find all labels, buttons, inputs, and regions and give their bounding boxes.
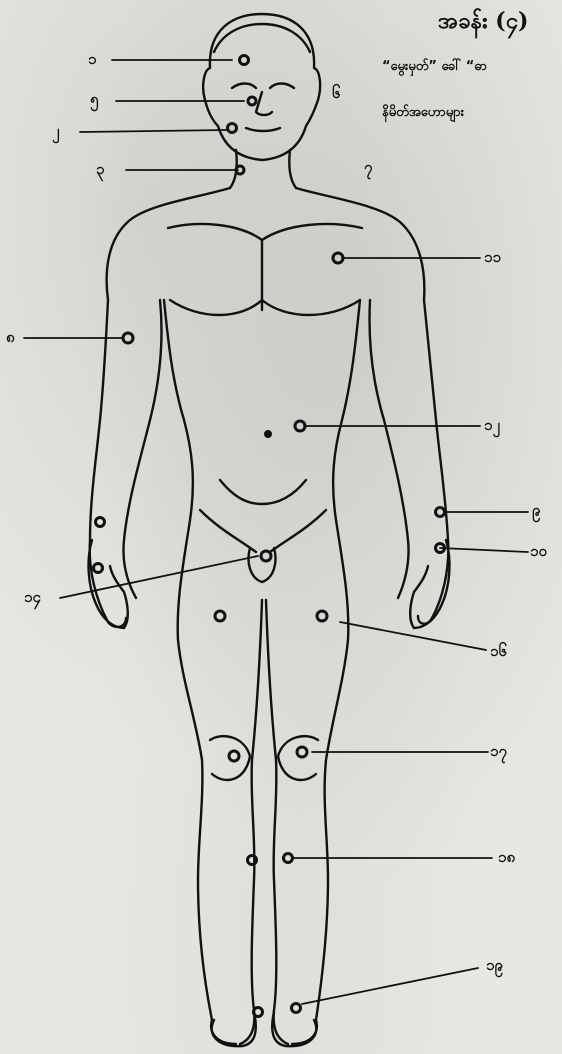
right-leg-inner xyxy=(266,600,288,1044)
label-16: ၁၆ xyxy=(490,644,507,659)
mark-upper-arm xyxy=(123,333,133,343)
right-knee xyxy=(278,736,318,780)
mark-left-palm xyxy=(94,564,103,573)
head-outline xyxy=(203,14,320,160)
mark-left-wrist xyxy=(96,518,105,527)
mark-left-shin xyxy=(248,856,257,865)
torso-left xyxy=(164,300,193,640)
mark-right-knee xyxy=(297,747,307,757)
hair-line xyxy=(214,24,310,52)
pectoral-right xyxy=(262,300,360,315)
label-6: ၆ xyxy=(332,86,340,101)
right-eye xyxy=(270,84,294,89)
mark-right-shin xyxy=(284,854,293,863)
label-12: ၁၂ xyxy=(484,418,500,433)
chest-right xyxy=(262,224,362,240)
pectoral-left xyxy=(170,300,262,315)
groin-right xyxy=(270,510,326,552)
label-9: ၉ xyxy=(532,503,540,518)
mark-left-thigh xyxy=(215,611,225,621)
leader-19 xyxy=(302,968,478,1004)
leader-2 xyxy=(80,130,226,132)
label-17: ၁၇ xyxy=(490,744,507,759)
left-foot xyxy=(212,1012,256,1046)
label-7: ၇ xyxy=(364,160,372,175)
chest-left xyxy=(168,224,262,240)
left-arm-inner xyxy=(124,300,162,598)
label-18: ၁၈ xyxy=(498,850,515,865)
left-leg-inner xyxy=(240,600,262,1044)
right-shoulder-arm xyxy=(296,188,448,624)
label-1: ၁ xyxy=(88,52,96,67)
left-leg-outer xyxy=(178,640,236,1044)
mark-belly xyxy=(295,421,305,431)
mark-nose xyxy=(248,97,256,105)
abdomen-line xyxy=(220,480,306,504)
mark-chest xyxy=(333,253,343,263)
mark-left-knee xyxy=(229,751,239,761)
right-foot xyxy=(272,1012,316,1046)
label-19: ၁၉ xyxy=(486,958,503,973)
nose xyxy=(256,92,272,115)
right-arm-inner xyxy=(370,300,409,598)
label-2: ၂ xyxy=(52,124,59,139)
mouth xyxy=(246,128,280,131)
mark-right-wrist xyxy=(436,508,445,517)
groin-left xyxy=(200,510,256,552)
label-11: ၁၁ xyxy=(484,250,501,265)
mark-left-foot xyxy=(254,1008,263,1017)
mark-cheek xyxy=(228,124,237,133)
left-shoulder-arm xyxy=(90,188,230,627)
label-10: ၁၀ xyxy=(530,544,547,559)
mark-forehead xyxy=(240,56,249,65)
label-14: ၁၄ xyxy=(24,590,41,605)
label-3: ၃ xyxy=(96,162,104,177)
mark-right-thigh xyxy=(317,611,327,621)
leader-10 xyxy=(440,548,528,552)
mark-neck xyxy=(236,166,244,174)
right-leg-outer xyxy=(292,640,348,1044)
mark-groin xyxy=(261,551,271,561)
neck-right xyxy=(289,150,296,188)
torso-right xyxy=(333,300,360,640)
mark-navel xyxy=(266,432,271,437)
label-5: ၅ xyxy=(90,92,98,107)
mark-right-foot xyxy=(292,1004,301,1013)
label-8: ၈ xyxy=(6,330,15,345)
left-eye xyxy=(232,84,256,89)
